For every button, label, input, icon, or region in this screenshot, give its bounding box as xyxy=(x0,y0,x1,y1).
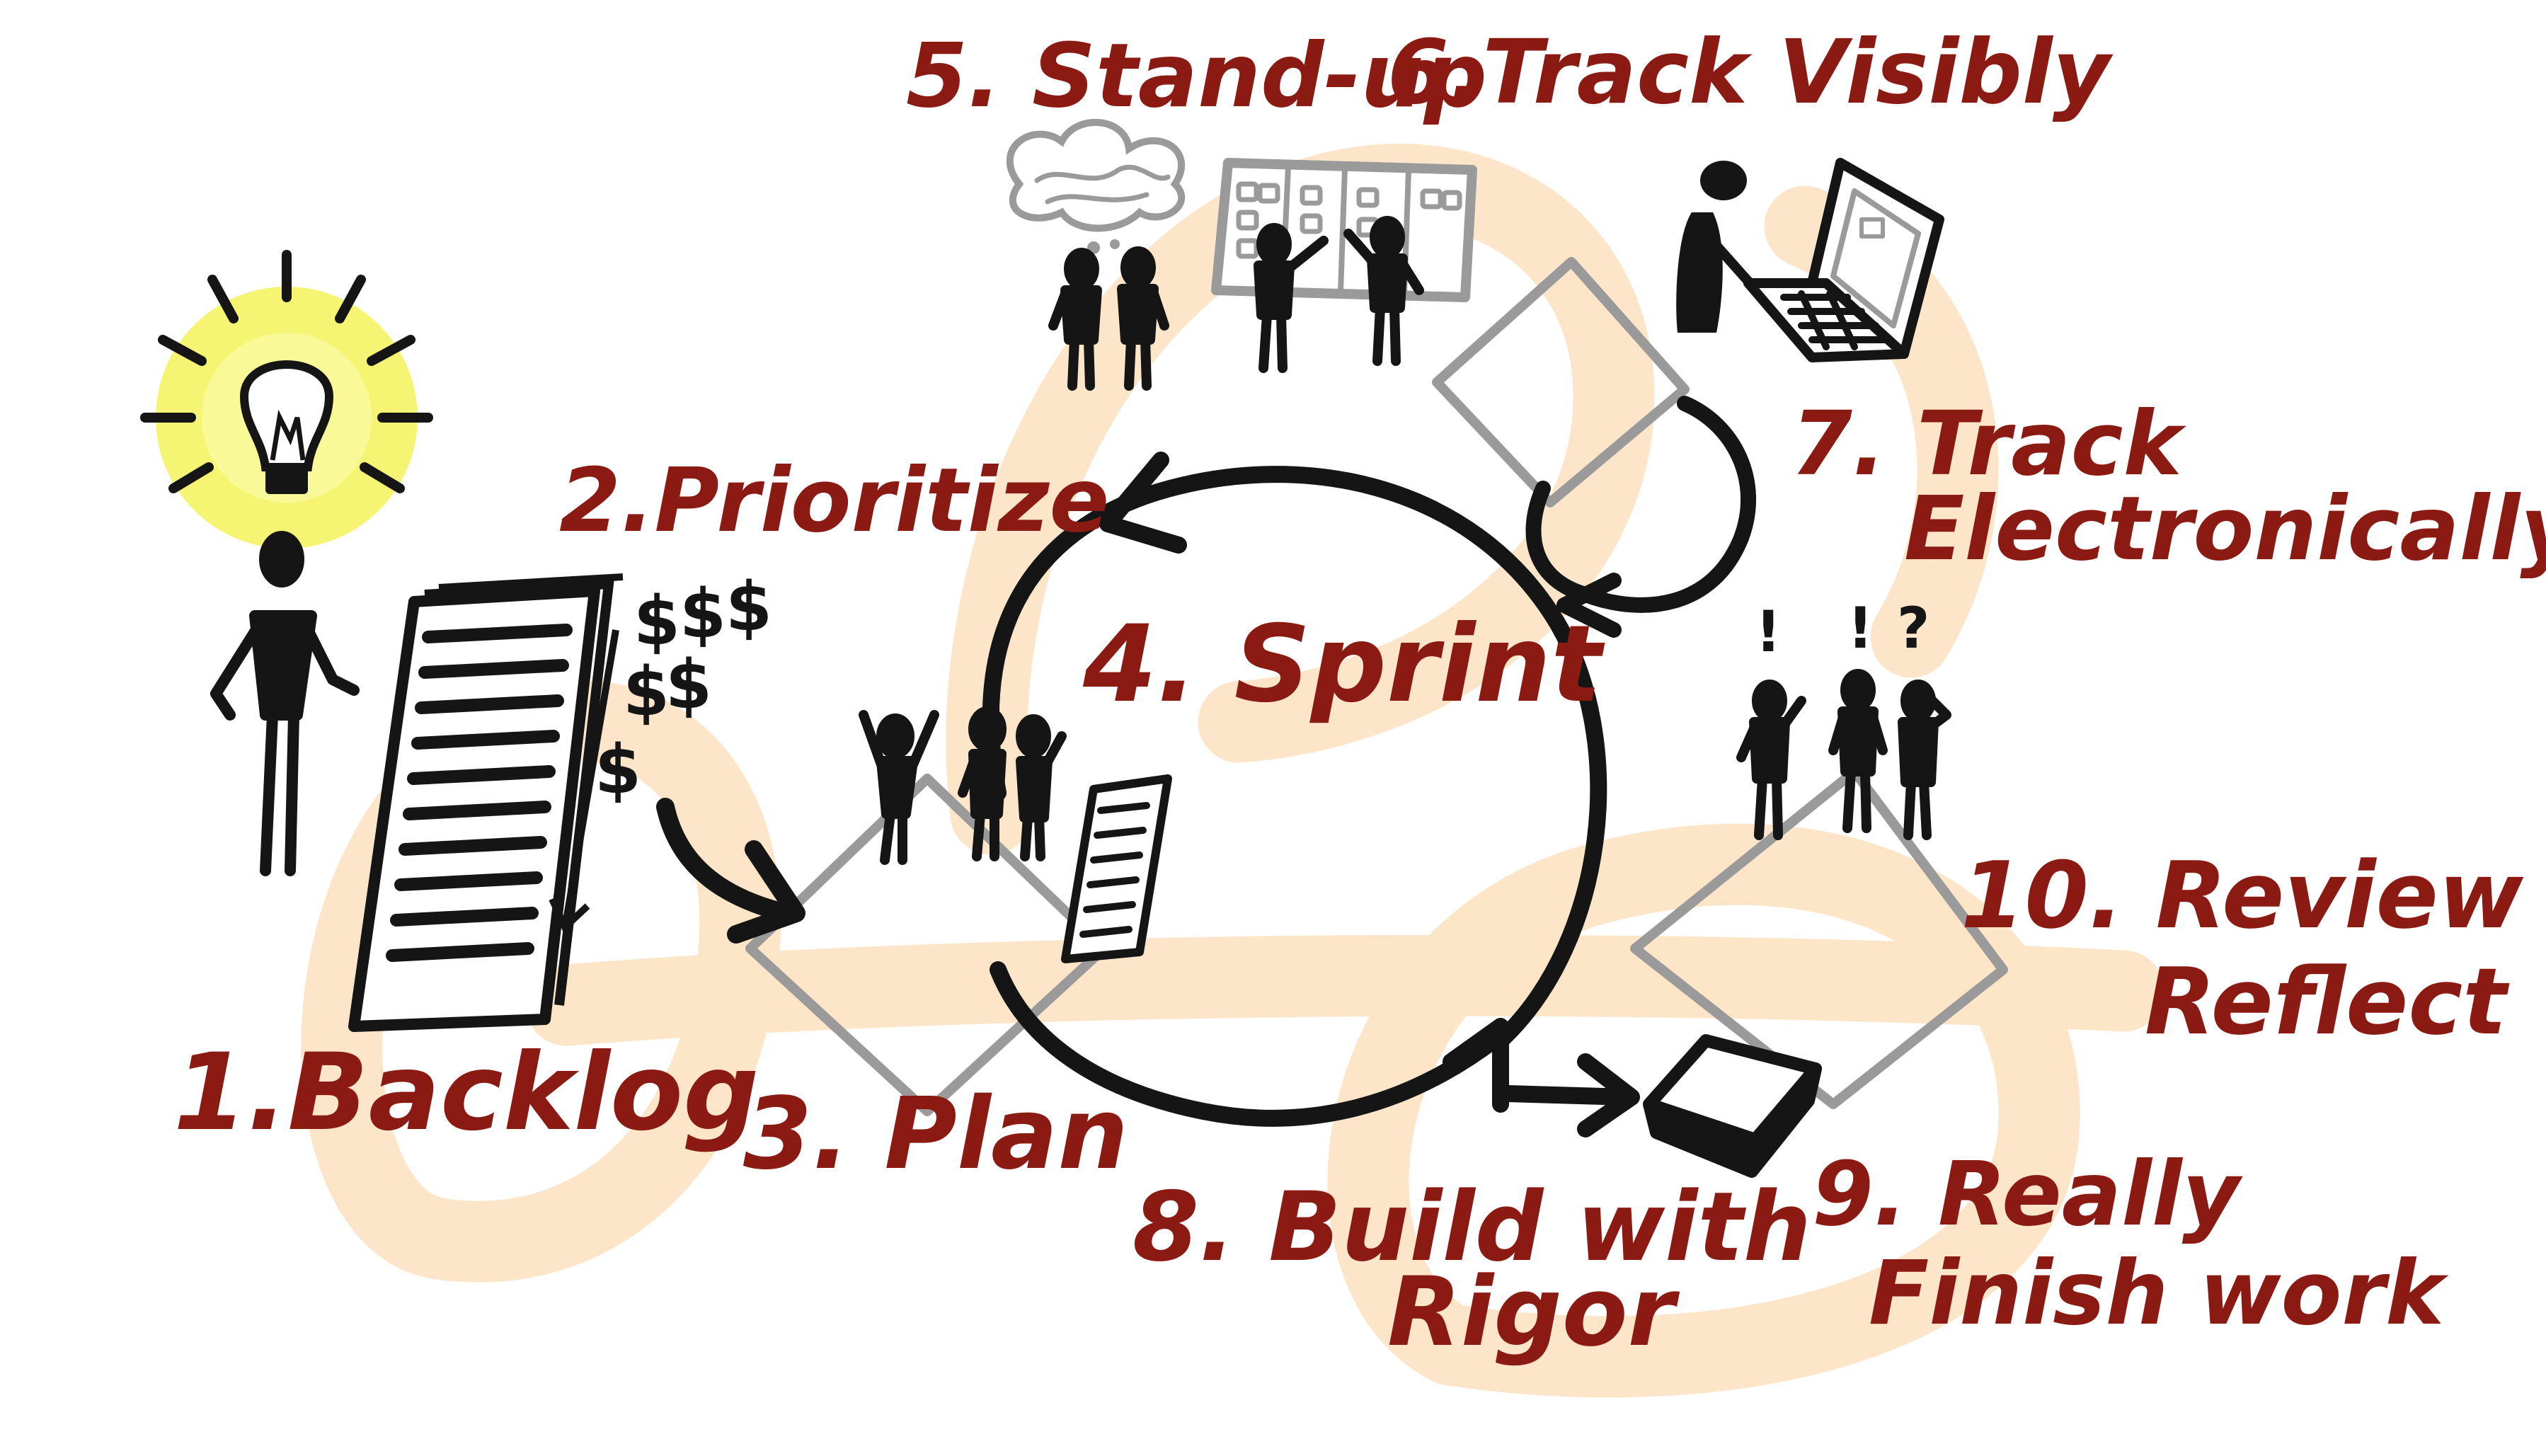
step-label-finish-1: 9. Really xyxy=(1812,1143,2243,1246)
board-people xyxy=(1254,216,1424,373)
step-label-track-electronically-1: 7. Track xyxy=(1791,393,2187,495)
finished-product-box xyxy=(1643,1034,1822,1178)
daily-loop xyxy=(1525,396,1756,638)
sprint-backlog-sheet xyxy=(1061,774,1172,963)
exclamation-mark: ! xyxy=(1847,595,1873,661)
step-label-backlog: 1.Backlog xyxy=(173,1031,759,1154)
diamond-track xyxy=(1432,257,1690,508)
dollar-signs-icon: $ $ $ $ $ $ xyxy=(595,568,772,809)
step-label-build-2: Rigor xyxy=(1387,1256,1680,1368)
dollar-sign: $ xyxy=(623,653,670,731)
dollar-sign: $ xyxy=(665,646,712,724)
lightbulb-icon xyxy=(140,250,433,549)
exclamation-mark: ! xyxy=(1755,599,1781,665)
exclamation-question-marks-icon: ! ! ? xyxy=(1755,595,1929,665)
step-label-build-1: 8. Build with xyxy=(1132,1171,1811,1283)
review-people xyxy=(1736,669,1951,840)
backlog-list-icon xyxy=(348,573,624,1032)
step-label-track-electronically-2: Electronically xyxy=(1904,478,2546,580)
step-label-review-1: 10. Review & xyxy=(1961,842,2546,949)
step-label-standup: 5. Stand-up xyxy=(906,25,1487,127)
laptop-worker xyxy=(1676,158,1944,362)
idea-person xyxy=(210,531,360,876)
step-label-track-visibly: 6.Track Visibly xyxy=(1387,21,2114,124)
sprint-cycle-loop xyxy=(982,452,1607,1127)
standup-thought-cloud xyxy=(1006,118,1186,254)
question-mark: ? xyxy=(1897,595,1929,661)
step-label-prioritize: 2.Prioritize xyxy=(559,449,1109,552)
step-label-finish-2: Finish work xyxy=(1869,1242,2449,1345)
arrow-to-plan xyxy=(656,798,805,944)
sprint-team xyxy=(859,706,1067,865)
dollar-sign: $ xyxy=(726,568,772,646)
step-label-review-2: Reflect xyxy=(2145,948,2510,1055)
step-label-plan: 3. Plan xyxy=(743,1077,1128,1192)
dollar-sign: $ xyxy=(679,575,726,653)
dollar-sign: $ xyxy=(595,731,641,809)
arrow-to-finished xyxy=(1499,1053,1640,1137)
step-label-sprint: 4. Sprint xyxy=(1082,603,1605,726)
standup-people xyxy=(1048,246,1169,391)
dollar-sign: $ xyxy=(633,583,680,660)
